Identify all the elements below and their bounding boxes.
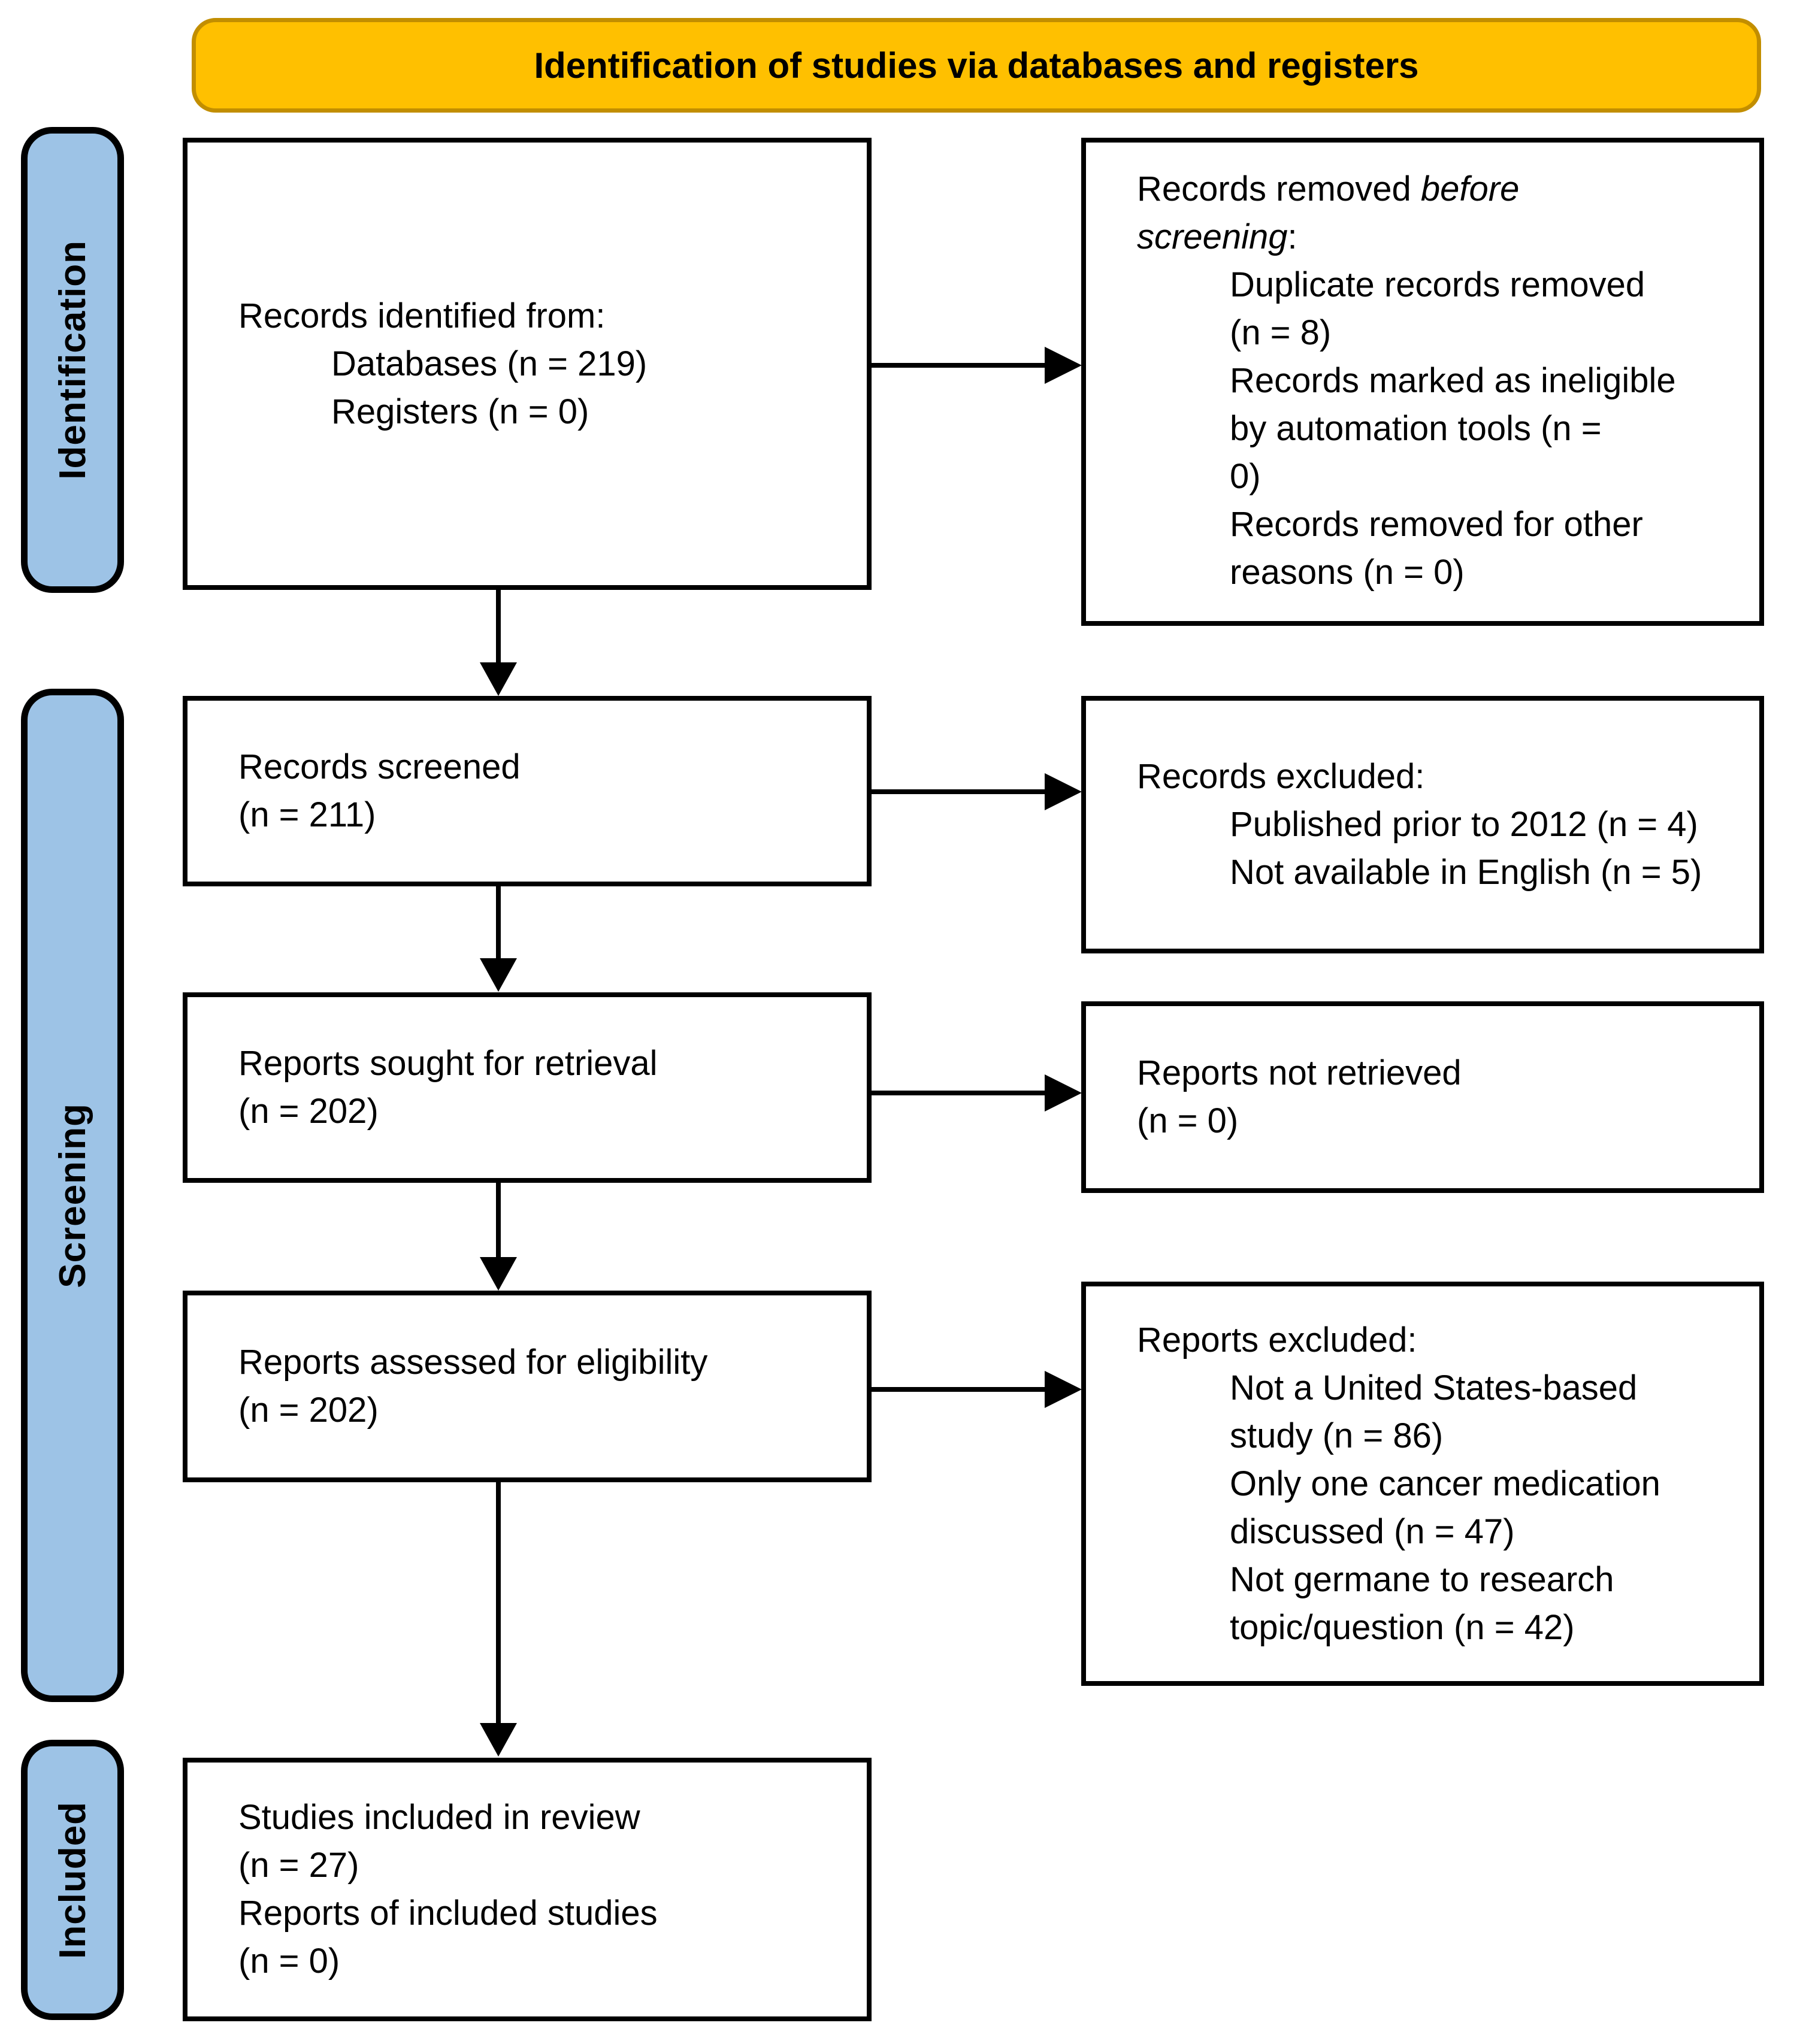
records-excluded-prior2012: Published prior to 2012 (n = 4): [1230, 805, 1698, 844]
header-banner: Identification of studies via databases …: [192, 18, 1761, 113]
stage-identification: Identification: [21, 127, 124, 593]
box-records-identified: Records identified from: Databases (n = …: [183, 138, 872, 590]
arrowhead-down-icon: [480, 662, 517, 696]
arrowhead-right-icon: [1045, 1371, 1082, 1408]
reports-sought-text: Reports sought for retrieval (n = 202): [238, 1044, 658, 1131]
arrowhead-down-icon: [480, 958, 517, 992]
records-removed-title-line1: Records removed before: [1137, 169, 1520, 208]
reports-excluded-not-us: Not a United States-based study (n = 86): [1230, 1368, 1638, 1455]
stage-screening-label: Screening: [52, 1103, 93, 1288]
reports-excluded-title: Reports excluded:: [1137, 1320, 1417, 1359]
reports-not-retrieved-text: Reports not retrieved (n = 0): [1137, 1053, 1462, 1140]
records-excluded-title: Records excluded:: [1137, 757, 1425, 796]
reports-assessed-text: Reports assessed for eligibility (n = 20…: [238, 1343, 708, 1430]
arrowhead-right-icon: [1045, 347, 1082, 384]
stage-screening: Screening: [21, 689, 124, 1702]
box-reports-assessed: Reports assessed for eligibility (n = 20…: [183, 1291, 872, 1482]
box-records-screened: Records screened (n = 211): [183, 696, 872, 886]
stage-identification-label: Identification: [52, 240, 93, 480]
removed-item-duplicates: Duplicate records removed (n = 8): [1230, 265, 1645, 352]
arrowhead-right-icon: [1045, 773, 1082, 810]
arrowhead-down-icon: [480, 1257, 517, 1291]
header-title: Identification of studies via databases …: [534, 45, 1419, 86]
reports-excluded-one-medication: Only one cancer medication discussed (n …: [1230, 1464, 1660, 1551]
box-reports-sought: Reports sought for retrieval (n = 202): [183, 992, 872, 1183]
records-identified-databases: Databases (n = 219): [331, 344, 648, 383]
stage-included: Included: [21, 1740, 124, 2020]
records-identified-title: Records identified from:: [238, 296, 606, 335]
arrowhead-down-icon: [480, 1723, 517, 1757]
records-identified-registers: Registers (n = 0): [331, 392, 589, 431]
records-excluded-english: Not available in English (n = 5): [1230, 853, 1702, 892]
records-removed-title-line2: screening:: [1137, 217, 1297, 256]
box-studies-included: Studies included in review (n = 27) Repo…: [183, 1758, 872, 2021]
box-records-excluded: Records excluded: Published prior to 201…: [1081, 696, 1764, 953]
records-screened-text: Records screened (n = 211): [238, 747, 521, 834]
studies-included-text: Studies included in review (n = 27) Repo…: [238, 1798, 658, 1981]
reports-excluded-not-germane: Not germane to research topic/question (…: [1230, 1560, 1614, 1647]
arrowhead-right-icon: [1045, 1074, 1082, 1112]
removed-item-automation: Records marked as ineligible by automati…: [1230, 361, 1676, 496]
box-records-removed-before-screening: Records removed before screening: Duplic…: [1081, 138, 1764, 626]
box-reports-not-retrieved: Reports not retrieved (n = 0): [1081, 1001, 1764, 1193]
box-reports-excluded: Reports excluded: Not a United States-ba…: [1081, 1282, 1764, 1686]
stage-included-label: Included: [52, 1801, 93, 1959]
removed-item-other: Records removed for other reasons (n = 0…: [1230, 505, 1643, 592]
